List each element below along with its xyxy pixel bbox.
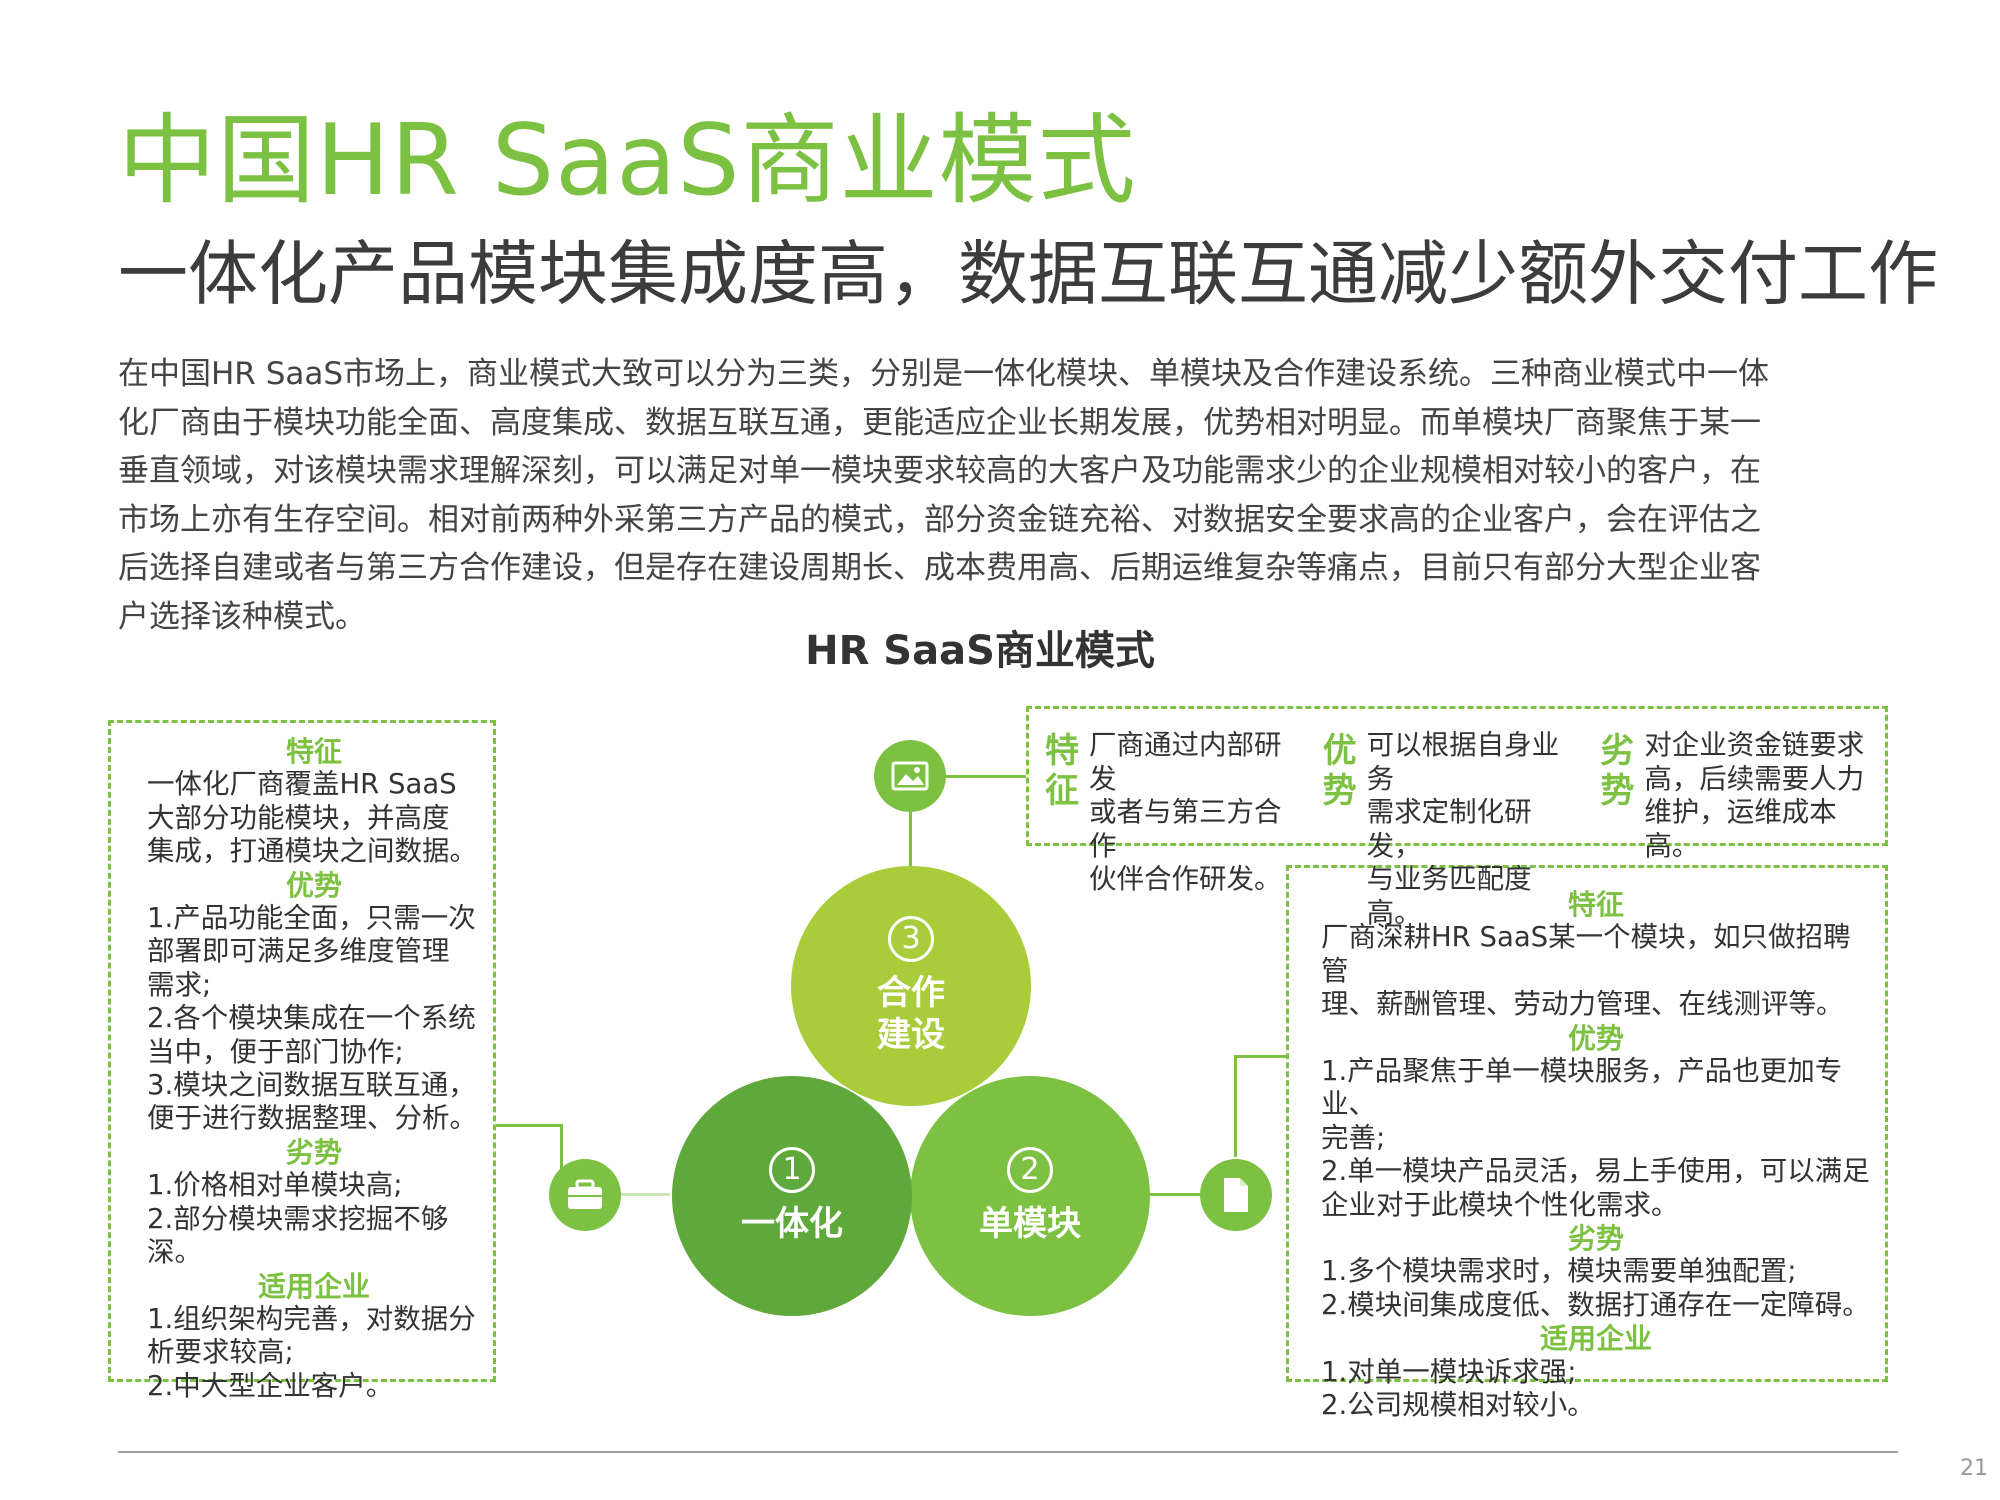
text-line: 厂商通过内部研发 — [1089, 729, 1282, 795]
briefcase-icon — [549, 1159, 621, 1231]
connector-top-vertical — [909, 812, 912, 870]
connector-left-vertical — [560, 1124, 563, 1196]
connector-top-horizontal — [946, 775, 1026, 778]
text-line: 需求定制化研发， — [1366, 796, 1532, 862]
circle-single-module: 2 单模块 — [910, 1076, 1150, 1316]
text-line: 2.部分模块需求挖掘不够深。 — [147, 1202, 449, 1269]
circle-cooperative-build: 3 合作 建设 — [791, 866, 1031, 1106]
connector-right-to-icon — [1150, 1193, 1200, 1196]
section-heading-feature: 特征 — [285, 735, 342, 768]
text-line: 维护，运维成本高。 — [1644, 796, 1837, 862]
section-heading-applicable: 适用企业 — [257, 1269, 370, 1303]
text-line: 2.公司规模相对较小。 — [1321, 1389, 1595, 1422]
connector-left-to-circle — [620, 1193, 670, 1196]
text-line: 便于进行数据整理、分析。 — [147, 1102, 477, 1135]
intro-line: 化厂商由于模块功能全面、高度集成、数据互联互通，更能适应企业长期发展，优势相对明… — [118, 404, 1761, 441]
intro-line: 在中国HR SaaS市场上，商业模式大致可以分为三类，分别是一体化模块、单模块及… — [118, 356, 1770, 392]
advantage-text: 可以根据自身业务 需求定制化研发， 与业务匹配度高。 — [1367, 729, 1587, 930]
text-line: 部署即可满足多维度管理 — [147, 935, 450, 968]
text-line: 2.模块间集成度低、数据打通存在一定障碍。 — [1321, 1288, 1870, 1321]
label-advantage: 优 势 — [1323, 731, 1357, 811]
image-icon — [874, 740, 946, 812]
footer-divider — [118, 1451, 1898, 1453]
circle-label: 一体化 — [741, 1204, 843, 1244]
section-heading-disadvantage: 劣势 — [1567, 1222, 1624, 1256]
intro-line: 市场上亦有生存空间。相对前两种外采第三方产品的模式，部分资金链充裕、对数据安全要… — [118, 501, 1761, 538]
text-line: 伙伴合作研发。 — [1089, 863, 1282, 895]
text-line: 1.产品聚焦于单一模块服务，产品也更加专业、 — [1321, 1055, 1843, 1121]
intro-line: 户选择该种模式。 — [118, 598, 366, 635]
text-line: 3.模块之间数据互联互通， — [147, 1069, 476, 1102]
page-subtitle: 一体化产品模块集成度高，数据互联互通减少额外交付工作 — [118, 233, 1938, 315]
section-heading-applicable: 适用企业 — [1539, 1322, 1652, 1356]
cooperative-build-box: 特 征 厂商通过内部研发 或者与第三方合作 伙伴合作研发。 优 势 可以根据自身… — [1026, 706, 1888, 929]
section-heading-advantage: 优势 — [1567, 1021, 1624, 1055]
diagram-title: HR SaaS商业模式 — [805, 628, 1155, 674]
text-line: 理、薪酬管理、劳动力管理、在线测评等。 — [1321, 988, 1844, 1021]
integrated-model-box: 特征 一体化厂商覆盖HR SaaS 大部分功能模块，并高度 集成，打通模块之间数… — [108, 720, 496, 1402]
circle-label: 单模块 — [979, 1204, 1081, 1244]
connector-left-horizontal — [496, 1124, 562, 1127]
text-line: 高，后续需要人力 — [1644, 762, 1865, 795]
section-heading-advantage: 优势 — [285, 868, 342, 902]
page-number: 21 — [1960, 1456, 1988, 1481]
circle-label: 建设 — [877, 1015, 945, 1055]
circle-label: 合作 — [877, 973, 945, 1013]
page-title: 中国HR SaaS商业模式 — [118, 104, 1137, 218]
section-heading-feature: 特征 — [1567, 888, 1624, 921]
circle-number: 1 — [769, 1147, 815, 1193]
label-disadvantage: 劣 势 — [1600, 731, 1634, 811]
text-line: 2.单一模块产品灵活，易上手使用，可以满足 — [1321, 1155, 1870, 1188]
text-line: 或者与第三方合作 — [1089, 796, 1282, 862]
disadvantage-text: 对企业资金链要求 高，后续需要人力 维护，运维成本高。 — [1644, 729, 1877, 863]
label-char: 势 — [1600, 771, 1635, 811]
text-line: 与业务匹配度高。 — [1366, 863, 1532, 929]
label-char: 劣 — [1600, 731, 1635, 771]
circle-number: 3 — [888, 916, 934, 962]
connector-right-vertical — [1234, 1055, 1237, 1157]
text-line: 1.多个模块需求时，模块需要单独配置; — [1321, 1255, 1797, 1288]
text-line: 当中，便于部门协作; — [147, 1035, 404, 1068]
label-char: 优 — [1322, 731, 1357, 771]
text-line: 大部分功能模块，并高度 — [147, 801, 450, 834]
text-line: 2.中大型企业客户。 — [147, 1369, 394, 1402]
text-line: 1.价格相对单模块高; — [147, 1169, 403, 1202]
text-line: 厂商深耕HR SaaS某一个模块，如只做招聘管 — [1321, 921, 1851, 987]
label-char: 特 — [1045, 731, 1079, 771]
label-feature: 特 征 — [1045, 731, 1079, 811]
text-line: 企业对于此模块个性化需求。 — [1321, 1188, 1679, 1221]
text-line: 集成，打通模块之间数据。 — [147, 835, 477, 868]
text-line: 对企业资金链要求 — [1644, 729, 1865, 761]
text-line: 完善; — [1321, 1121, 1386, 1154]
single-module-box: 特征 厂商深耕HR SaaS某一个模块，如只做招聘管 理、薪酬管理、劳动力管理、… — [1286, 865, 1888, 1421]
intro-line: 后选择自建或者与第三方合作建设，但是存在建设周期长、成本费用高、后期运维复杂等痛… — [118, 550, 1761, 586]
circle-integrated: 1 一体化 — [672, 1076, 912, 1316]
connector-right-horizontal — [1234, 1055, 1286, 1058]
text-line: 1.组织架构完善，对数据分 — [147, 1302, 476, 1335]
feature-text: 厂商通过内部研发 或者与第三方合作 伙伴合作研发。 — [1089, 729, 1309, 897]
text-line: 析要求较高; — [147, 1336, 294, 1369]
label-char: 征 — [1045, 771, 1079, 811]
text-line: 1.产品功能全面，只需一次 — [147, 902, 476, 935]
intro-line: 垂直领域，对该模块需求理解深刻，可以满足对单一模块要求较高的大客户及功能需求少的… — [118, 453, 1761, 489]
section-heading-disadvantage: 劣势 — [285, 1135, 342, 1169]
circle-number: 2 — [1007, 1147, 1053, 1193]
text-line: 可以根据自身业务 — [1366, 729, 1560, 795]
intro-paragraph: 在中国HR SaaS市场上，商业模式大致可以分为三类，分别是一体化模块、单模块及… — [118, 350, 1898, 641]
text-line: 2.各个模块集成在一个系统 — [147, 1002, 476, 1035]
text-line: 需求; — [147, 968, 212, 1001]
text-line: 一体化厂商覆盖HR SaaS — [147, 768, 457, 801]
text-line: 1.对单一模块诉求强; — [1321, 1355, 1577, 1388]
document-icon — [1200, 1159, 1272, 1231]
label-char: 势 — [1322, 771, 1357, 811]
